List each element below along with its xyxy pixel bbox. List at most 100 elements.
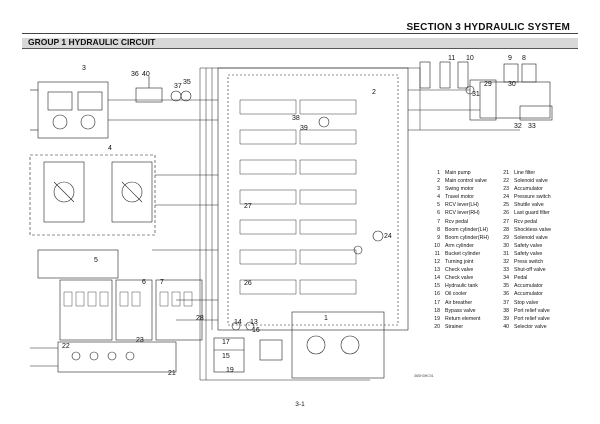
legend-part-name: Solenoid valve: [514, 234, 548, 241]
group-title-bar: GROUP 1 HYDRAULIC CIRCUIT: [22, 37, 578, 49]
callout-24: 24: [384, 233, 392, 240]
legend-part-name: Pedal: [514, 275, 528, 282]
legend-number: 23: [503, 186, 509, 193]
callout-11: 11: [448, 55, 455, 62]
rcv-lever-rh-block: [115, 279, 153, 341]
legend-row: 9 Boom cylinder(RH) 29 Solenoid valve: [428, 234, 578, 242]
legend-part-name: Arm cylinder: [445, 242, 474, 249]
legend-number: 37: [503, 299, 509, 306]
legend-number: 33: [503, 267, 509, 274]
legend-part-name: Check valve: [445, 267, 474, 274]
legend-number: 5: [437, 202, 440, 209]
legend-number: 39: [503, 315, 509, 322]
group-title: GROUP 1 HYDRAULIC CIRCUIT: [28, 37, 156, 47]
legend-number: 36: [503, 291, 509, 298]
callout-22: 22: [62, 343, 70, 350]
callout-6: 6: [142, 279, 146, 286]
legend-number: 10: [434, 242, 440, 249]
section-title: SECTION 3 HYDRAULIC SYSTEM: [406, 22, 570, 33]
main-pump-block: [291, 311, 385, 379]
legend-number: 31: [503, 250, 509, 257]
callout-8: 8: [522, 55, 526, 62]
callout-5: 5: [94, 257, 98, 264]
legend-part-name: Bucket cylinder: [445, 250, 481, 257]
legend-number: 29: [503, 234, 509, 241]
legend-number: 38: [503, 307, 509, 314]
legend-part-name: Press switch: [514, 259, 544, 266]
callout-36: 36: [131, 71, 139, 78]
callout-26: 26: [244, 280, 252, 287]
legend-number: 14: [434, 275, 440, 282]
legend-number: 24: [503, 194, 509, 201]
legend-part-name: Bypass valve: [445, 307, 476, 314]
rcv-pedal-block: [37, 249, 119, 279]
legend-part-name: Rcv pedal: [514, 218, 538, 225]
legend-number: 7: [437, 218, 440, 225]
callout-29: 29: [484, 81, 492, 88]
callout-labels: 3 36 40 37 35 4 5 6 7 22 23 28 21 2 38 3…: [62, 55, 536, 377]
legend-number: 9: [437, 234, 440, 241]
legend-part-name: Last guard filter: [514, 210, 550, 217]
legend-number: 30: [503, 242, 509, 249]
page-number: 3-1: [295, 401, 305, 408]
callout-9: 9: [508, 55, 512, 62]
callout-13: 13: [250, 319, 258, 326]
legend-part-name: Selector valve: [514, 323, 547, 330]
legend-part-name: Shuttle valve: [514, 202, 544, 209]
callout-35: 35: [183, 79, 191, 86]
callout-27: 27: [244, 203, 252, 210]
legend-number: 25: [503, 202, 509, 209]
legend-number: 12: [434, 259, 440, 266]
legend-part-name: Shut-off valve: [514, 267, 546, 274]
legend-part-name: Oil cooler: [445, 291, 467, 298]
legend-number: 11: [434, 250, 440, 257]
oil-cooler-symbol: [259, 339, 283, 361]
legend-part-name: Return element: [445, 315, 481, 322]
legend-number: 8: [437, 226, 440, 233]
callout-32: 32: [514, 123, 522, 130]
page-header: SECTION 3 HYDRAULIC SYSTEM GROUP 1 HYDRA…: [0, 0, 600, 49]
rcv-pedal-block-7: [155, 279, 203, 341]
legend-part-name: Accumulator: [514, 291, 543, 298]
header-rule: [22, 33, 578, 34]
legend-number: 6: [437, 210, 440, 217]
legend-number: 28: [503, 226, 509, 233]
legend-number: 35: [503, 283, 509, 290]
legend-part-name: Pressure switch: [514, 194, 551, 201]
legend-part-name: Boom cylinder(RH): [445, 234, 489, 241]
legend-part-name: Accumulator: [514, 186, 543, 193]
callout-16: 16: [252, 327, 260, 334]
legend-part-name: Travel motor: [445, 194, 474, 201]
callout-2: 2: [372, 89, 376, 96]
legend-number: 22: [503, 178, 509, 185]
legend-number: 4: [437, 194, 440, 201]
legend-number: 1: [437, 170, 440, 176]
legend-part-name: Air breather: [445, 299, 473, 306]
legend-number: 34: [503, 275, 509, 282]
solenoid-valve-block: [57, 341, 177, 373]
swing-motor-block: [37, 81, 109, 139]
legend-part-name: Rcv pedal: [445, 218, 469, 225]
callout-28: 28: [196, 315, 204, 322]
callout-33: 33: [528, 123, 536, 130]
legend-part-name: Strainer: [445, 323, 464, 330]
hydraulic-circuit-diagram: 3 36 40 37 35 4 5 6 7 22 23 28 21 2 38 3…: [29, 55, 553, 381]
arm-cylinder-block: [469, 79, 497, 121]
legend-part-name: Line filter: [514, 170, 536, 176]
legend-part-name: Boom cylinder(LH): [445, 226, 488, 233]
callout-15: 15: [222, 353, 230, 360]
legend-number: 26: [503, 210, 509, 217]
legend-number: 32: [503, 259, 509, 266]
boom-cylinder-symbol: [419, 61, 431, 89]
